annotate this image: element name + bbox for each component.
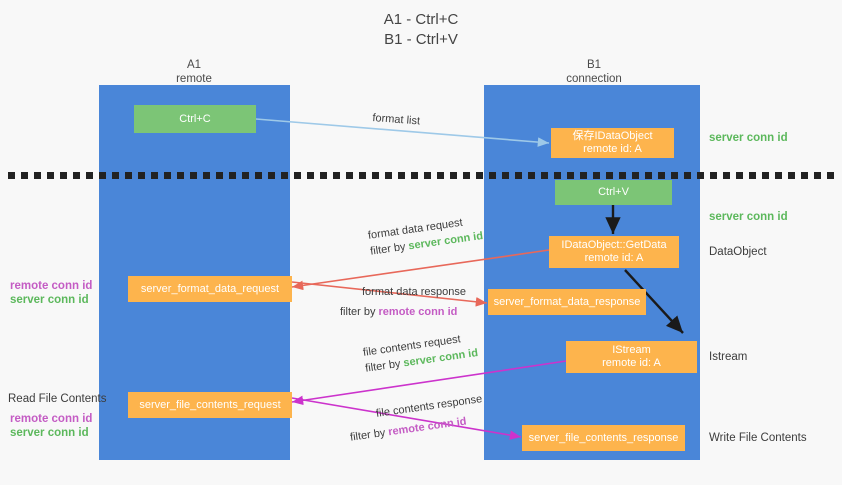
column-header-b1-sub: connection bbox=[566, 73, 622, 85]
edge-label-file-contents-response-key: remote conn id bbox=[387, 415, 468, 439]
note-server-conn-id-mid: server conn id bbox=[709, 211, 788, 223]
note-istream: Istream bbox=[709, 351, 748, 363]
column-header-a1-name: A1 bbox=[186, 59, 202, 71]
phase-separator bbox=[8, 172, 834, 179]
box-server-file-contents-request-label: server_file_contents_request bbox=[139, 398, 281, 411]
edge-label-format-data-response: format data response filter by remote co… bbox=[340, 284, 466, 320]
edge-label-file-contents-request-prefix: filter by bbox=[364, 357, 405, 375]
edge-label-format-data-response-prefix: filter by bbox=[340, 306, 379, 318]
edge-label-file-contents-response-prefix: filter by bbox=[349, 426, 390, 444]
box-istream-line1: IStream bbox=[612, 344, 651, 356]
box-idataobject-getdata[interactable]: IDataObject::GetData remote id: A bbox=[549, 236, 679, 268]
note-dataobject: DataObject bbox=[709, 246, 767, 258]
edge-label-format-list-text: format list bbox=[371, 111, 421, 128]
column-header-a1: A1 remote bbox=[94, 58, 294, 86]
edge-label-file-contents-request: file contents request filter by server c… bbox=[362, 329, 479, 377]
column-header-b1-name: B1 bbox=[586, 59, 602, 71]
edge-label-format-data-response-key: remote conn id bbox=[378, 306, 458, 318]
box-server-format-data-response-label: server_format_data_response bbox=[493, 295, 641, 308]
edge-label-format-data-request: format data request filter by server con… bbox=[367, 212, 484, 260]
box-server-file-contents-response[interactable]: server_file_contents_response bbox=[522, 425, 685, 451]
column-header-b1: B1 connection bbox=[494, 58, 694, 86]
page-title: A1 - Ctrl+C B1 - Ctrl+V bbox=[0, 10, 842, 50]
note-server-conn-id-2: server conn id bbox=[10, 427, 89, 439]
box-idataobject-getdata-line2: remote id: A bbox=[584, 252, 644, 264]
note-server-conn-id-1: server conn id bbox=[10, 294, 89, 306]
box-ctrl-v-label: Ctrl+V bbox=[598, 186, 629, 198]
box-server-file-contents-response-label: server_file_contents_response bbox=[528, 431, 679, 444]
note-read-file-contents: Read File Contents bbox=[8, 393, 107, 405]
edge-label-format-data-request-prefix: filter by bbox=[369, 240, 410, 258]
box-ctrl-c-label: Ctrl+C bbox=[179, 112, 211, 125]
title-line-2: B1 - Ctrl+V bbox=[384, 31, 458, 48]
box-ctrl-v[interactable]: Ctrl+V bbox=[555, 180, 672, 205]
box-idataobject-getdata-line1: IDataObject::GetData bbox=[561, 239, 667, 251]
box-server-format-data-request[interactable]: server_format_data_request bbox=[128, 276, 292, 302]
box-istream-line2: remote id: A bbox=[602, 357, 661, 369]
title-line-1: A1 - Ctrl+C bbox=[383, 11, 459, 28]
box-istream[interactable]: IStream remote id: A bbox=[566, 341, 697, 373]
box-server-format-data-request-label: server_format_data_request bbox=[140, 282, 280, 295]
note-write-file-contents: Write File Contents bbox=[709, 432, 807, 444]
edge-label-format-list: format list bbox=[372, 110, 421, 129]
edge-label-file-contents-response: file contents response filter by remote … bbox=[349, 391, 486, 444]
column-header-a1-sub: remote bbox=[176, 73, 212, 85]
note-server-conn-id-top: server conn id bbox=[709, 132, 788, 144]
note-remote-conn-id-1: remote conn id bbox=[10, 280, 93, 292]
edge-label-format-data-response-line1: format data response bbox=[362, 286, 466, 298]
box-save-idataobject[interactable]: 保存IDataObject remote id: A bbox=[551, 128, 674, 158]
box-server-file-contents-request[interactable]: server_file_contents_request bbox=[128, 392, 292, 418]
note-remote-conn-id-2: remote conn id bbox=[10, 413, 93, 425]
box-save-idataobject-line1: 保存IDataObject bbox=[572, 130, 653, 142]
box-ctrl-c[interactable]: Ctrl+C bbox=[134, 105, 256, 133]
box-save-idataobject-line2: remote id: A bbox=[583, 143, 642, 155]
box-server-format-data-response[interactable]: server_format_data_response bbox=[488, 289, 646, 315]
